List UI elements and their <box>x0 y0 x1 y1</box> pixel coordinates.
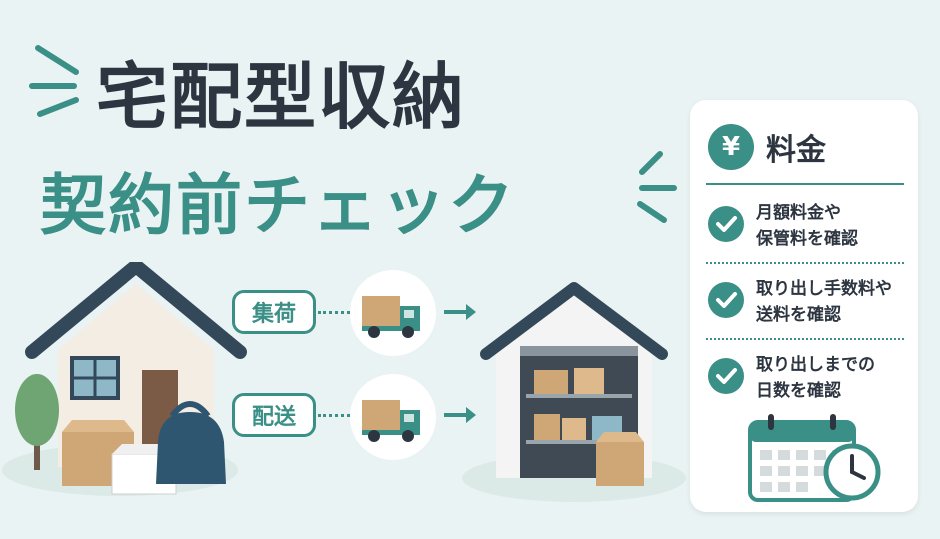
check-list-item: 取り出しまでの 日数を確認 <box>708 352 906 404</box>
sparkle-icon <box>637 151 677 223</box>
check-item-text: 日数を確認 <box>756 381 841 401</box>
calendar-icon <box>748 414 881 502</box>
divider <box>706 183 904 185</box>
panel-header: ¥ 料金 <box>708 124 826 170</box>
check-icon <box>708 282 744 318</box>
arrow-right-icon <box>444 304 476 320</box>
sparkle-icon <box>29 45 79 117</box>
check-list-item: 取り出し手数料や 送料を確認 <box>708 276 906 328</box>
check-icon <box>708 358 744 394</box>
page-title: 宅配型収納 <box>96 55 467 139</box>
delivery-label: 配送 <box>232 393 316 437</box>
check-list-item: 月額料金や 保管料を確認 <box>708 200 906 252</box>
check-item-text: 取り出し手数料や <box>756 279 892 299</box>
storage-warehouse-icon <box>462 282 686 502</box>
flow-connector <box>318 311 356 314</box>
check-icon <box>708 206 744 242</box>
panel-title: 料金 <box>766 133 826 168</box>
pickup-label: 集荷 <box>232 290 316 334</box>
check-item-text: 取り出しまでの <box>756 355 875 375</box>
flow-connector <box>318 414 356 417</box>
divider <box>706 262 904 264</box>
check-item-text: 送料を確認 <box>756 305 841 325</box>
check-item-text: 月額料金や <box>756 203 841 223</box>
house-icon <box>2 262 247 496</box>
page-subtitle: 契約前チェック <box>40 167 516 244</box>
fee-panel: ¥ 料金 月額料金や 保管料を確認 取り出し手数料や 送料を確認 取り出しまでの… <box>690 100 918 512</box>
check-item-text: 保管料を確認 <box>756 229 858 249</box>
divider <box>706 338 904 340</box>
truck-icon <box>350 374 436 460</box>
truck-icon <box>350 270 436 356</box>
clock-icon <box>823 443 881 501</box>
arrow-right-icon <box>444 407 476 423</box>
yen-icon: ¥ <box>708 124 754 170</box>
